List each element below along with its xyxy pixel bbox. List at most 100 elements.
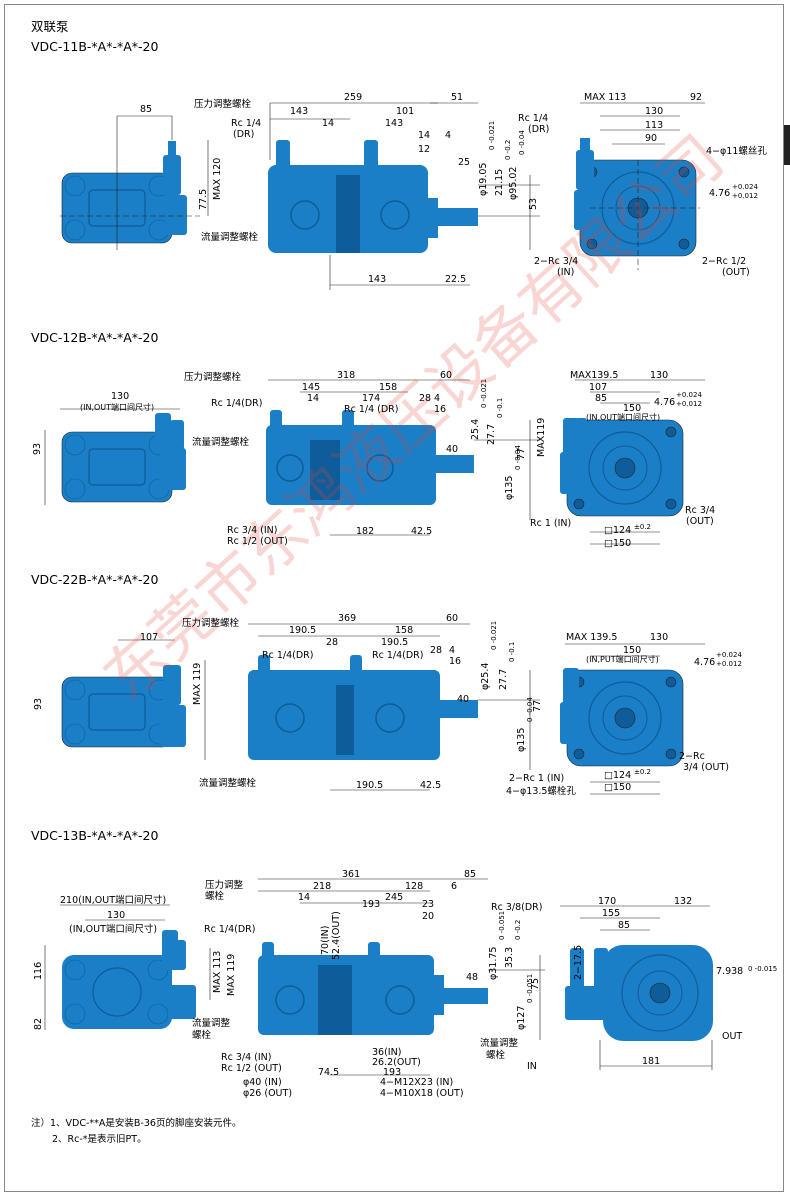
dim-phi135: φ135: [504, 475, 515, 500]
dim-phi26-out: φ26 (OUT): [243, 1088, 293, 1099]
in-port-label-rear: Rc 1 (IN): [530, 518, 572, 529]
dr-label-a: (DR): [233, 129, 255, 140]
dim-square-124: □124: [604, 770, 632, 781]
vdc-11b-rear-view: [574, 102, 705, 270]
dim-116: 116: [33, 961, 44, 980]
section-title-vdc-22b: VDC-22B-*A*-*A*-20: [31, 572, 159, 587]
dim-16: 16: [449, 656, 462, 667]
dim-35-3: 35.3: [504, 946, 515, 968]
dim-40: 40: [446, 444, 459, 455]
in-label: (IN): [557, 267, 575, 278]
dim-51: 51: [451, 92, 464, 103]
dim-square-150: □150: [604, 538, 632, 549]
dim-22-5: 22.5: [445, 274, 467, 285]
dim-85: 85: [140, 104, 153, 115]
dim-101: 101: [396, 106, 415, 117]
rc-1-4-dr-label: Rc 1/4(DR): [204, 924, 256, 935]
tol-21-15: 0 -0.2: [504, 139, 512, 160]
tol-27-7: 0 -0.1: [496, 397, 504, 418]
rc-1-4-dr-label: Rc 1/4(DR): [262, 650, 314, 661]
dim-max139-5: MAX 139.5: [566, 632, 618, 643]
tol-4-76-upper: +0.024: [732, 183, 758, 191]
dim-max120: MAX 120: [212, 157, 223, 200]
vdc-13b-rear-view: [560, 905, 713, 1070]
dim-158: 158: [395, 625, 414, 636]
tol-phi19-05: 0 -0.021: [488, 120, 496, 150]
dim-phi25-4: φ25.4: [480, 662, 491, 690]
dim-74-5: 74.5: [318, 1067, 340, 1078]
dim-92: 92: [690, 92, 703, 103]
dim-28: 28: [419, 393, 432, 404]
vdc-12b-rear-view: [560, 379, 705, 545]
dim-28-b: 28: [430, 645, 443, 656]
dim-181: 181: [642, 1056, 661, 1067]
vdc-12b-side-view: [266, 379, 540, 536]
dim-phi95-02: φ95.02: [508, 166, 519, 200]
flow-adjust-label-1: 流量调整: [192, 1018, 231, 1029]
dim-52-4-out: 52.4(OUT): [331, 911, 342, 960]
flow-adjust-label-3: 流量调整: [480, 1038, 519, 1049]
pressure-adjust-label-1: 压力调整: [205, 880, 244, 891]
tol-phi31-75: 0 -0.051: [498, 910, 506, 940]
flow-adjust-bolt-label: 流量调整螺栓: [199, 778, 257, 789]
dim-max119: MAX119: [536, 417, 547, 457]
pressure-adjust-bolt-label: 压力调整螺栓: [194, 99, 252, 110]
dim-26-2-out: 26.2(OUT): [372, 1057, 421, 1068]
vdc-13b-side-view: [258, 878, 545, 1076]
dim-85-b: 85: [618, 920, 631, 931]
dim-132: 132: [674, 896, 693, 907]
vdc-11b-front-view: [60, 115, 209, 250]
dim-150: 150: [623, 403, 642, 414]
dim-42-5: 42.5: [420, 780, 442, 791]
dim-max139-5: MAX139.5: [570, 370, 619, 381]
dim-143-a: 143: [290, 106, 309, 117]
tol-phi135: 0 -0.04: [526, 697, 534, 722]
dim-phi40-in: φ40 (IN): [243, 1077, 282, 1088]
dim-361: 361: [342, 869, 361, 880]
dim-4: 4: [449, 645, 456, 656]
dim-174: 174: [362, 393, 381, 404]
vdc-11b-side-view: [268, 102, 540, 290]
rc-1-4-label-a: Rc 1/4: [231, 118, 262, 129]
dim-259: 259: [344, 92, 363, 103]
section-title-vdc-12b: VDC-12B-*A*-*A*-20: [31, 330, 159, 345]
in-port-label: 2−Rc 1 (IN): [509, 773, 565, 784]
dim-42-5: 42.5: [411, 526, 433, 537]
dim-245: 245: [385, 892, 404, 903]
dim-7-938: 7.938: [716, 966, 744, 977]
dim-130: 130: [650, 632, 669, 643]
dim-93: 93: [33, 697, 44, 710]
tol-square-124: ±0.2: [634, 768, 651, 776]
dim-143-c: 143: [368, 274, 387, 285]
out-port-label: Rc 1/2 (OUT): [227, 536, 288, 547]
dim-145: 145: [302, 382, 321, 393]
dim-113: 113: [645, 120, 664, 131]
in-port-label: Rc 3/4 (IN): [227, 525, 278, 536]
dim-130: 130: [107, 910, 126, 921]
bolt-hole-label: 4−φ11螺丝孔: [706, 146, 767, 157]
tol-4-76-upper: +0.024: [716, 651, 742, 659]
dim-4-76: 4.76: [694, 657, 716, 668]
dim-130-b: 130: [650, 370, 669, 381]
tol-phi127: 0 -0.051: [526, 973, 534, 1003]
dim-16: 16: [434, 404, 447, 415]
rc-1-4-dr-label: Rc 1/4(DR): [211, 398, 263, 409]
dim-190-5-b: 190.5: [381, 637, 409, 648]
out-label: 3/4 (OUT): [683, 762, 729, 773]
dim-4: 4: [434, 393, 441, 404]
pressure-adjust-bolt-label: 压力调整螺栓: [182, 618, 240, 629]
dr-label-b: (DR): [528, 124, 550, 135]
rc-1-4-label-b: Rc 1/4: [518, 113, 549, 124]
dim-27-7: 27.7: [498, 668, 509, 690]
flow-adjust-label-4: 螺栓: [486, 1050, 506, 1061]
note-1: 注）1、VDC-**A是安装B-36页的脚座安装元件。: [31, 1118, 242, 1129]
dim-36-in: 36(IN): [372, 1047, 402, 1058]
dim-85: 85: [595, 393, 608, 404]
dim-158: 158: [379, 382, 398, 393]
note-2: 2、Rc-*是表示旧PT。: [52, 1134, 147, 1145]
tol-4-76-lower: +0.012: [732, 192, 758, 200]
inout-span-label-2: (IN,OUT端口间尺寸): [586, 413, 661, 422]
dim-193: 193: [362, 899, 381, 910]
dim-193-b: 193: [383, 1067, 402, 1078]
in-port-label: Rc 3/4 (IN): [221, 1052, 272, 1063]
